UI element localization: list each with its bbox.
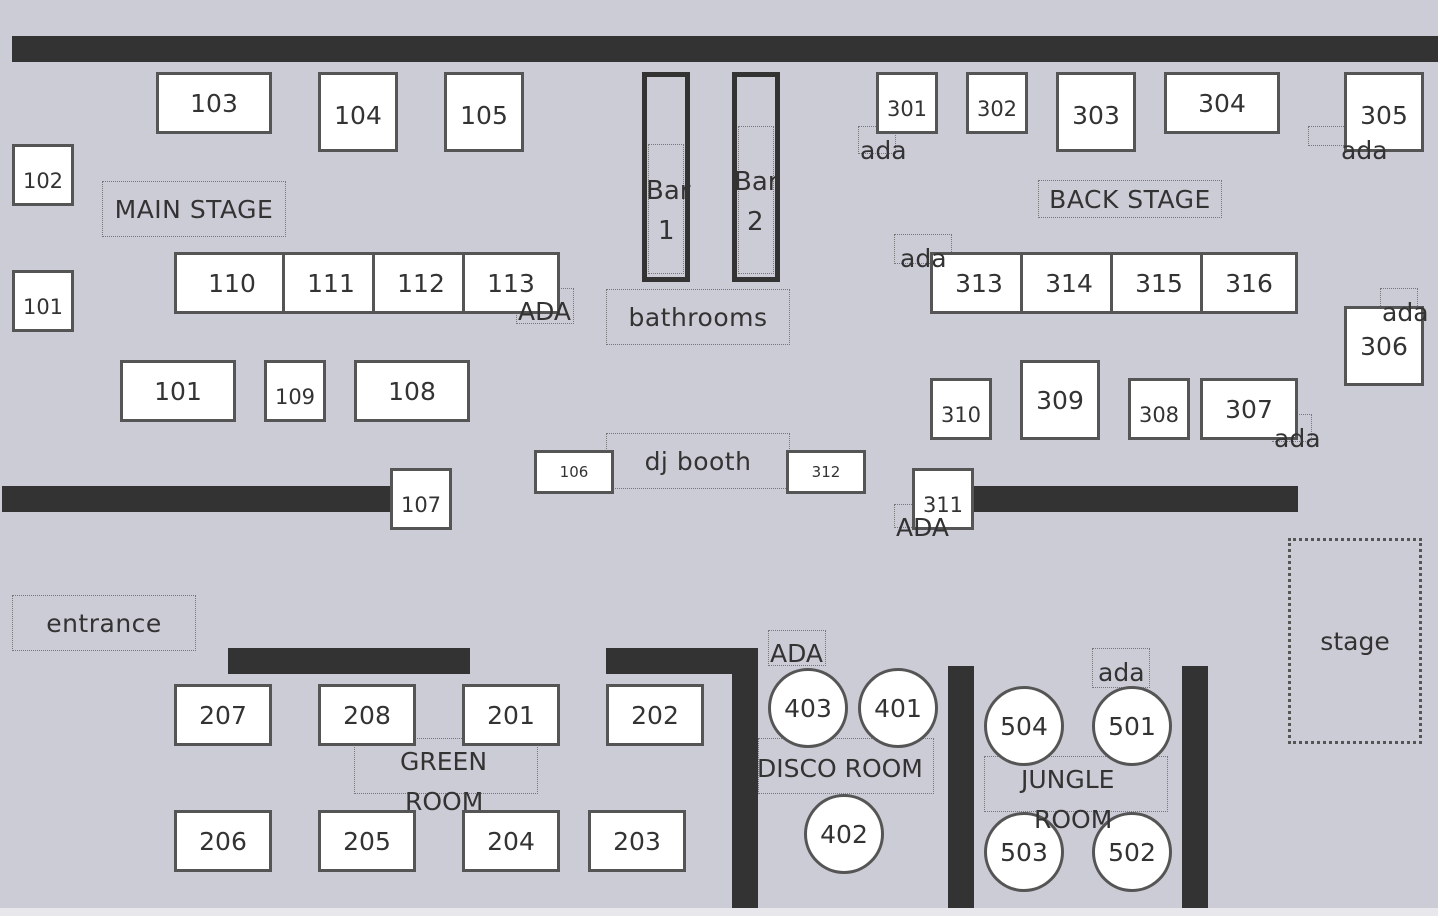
table-501[interactable]: 501 [1092, 686, 1172, 766]
table-504[interactable]: 504 [984, 686, 1064, 766]
table-110[interactable]: 110 [174, 252, 290, 314]
top-wall [12, 36, 1438, 62]
table-208[interactable]: 208 [318, 684, 416, 746]
bottom-edge [0, 908, 1438, 916]
bar-1-label-top: Bar [646, 176, 691, 206]
table-402[interactable]: 402 [804, 794, 884, 874]
main-stage-label: MAIN STAGE [102, 181, 286, 237]
table-204[interactable]: 204 [462, 810, 560, 872]
ada-label-403: ADA [770, 639, 824, 668]
ada-label-113: ADA [518, 297, 572, 326]
ada-label-501: ada [1098, 658, 1145, 687]
table-303[interactable]: 303 [1056, 72, 1136, 152]
green-room-label-line1: GREEN [400, 747, 488, 776]
table-201[interactable]: 201 [462, 684, 560, 746]
stage-area: stage [1288, 538, 1422, 744]
table-206[interactable]: 206 [174, 810, 272, 872]
bar-2-inner [738, 126, 774, 274]
jungle-room-label-line1: JUNGLE [1021, 765, 1115, 794]
table-304[interactable]: 304 [1164, 72, 1280, 134]
table-108[interactable]: 108 [354, 360, 470, 422]
table-315[interactable]: 315 [1110, 252, 1208, 314]
bar-2-label-top: Bar [734, 167, 779, 197]
green-room-box [354, 738, 538, 794]
table-305[interactable]: 305 [1344, 72, 1424, 152]
table-101-right[interactable]: 101 [120, 360, 236, 422]
entrance-label: entrance [12, 595, 196, 651]
bar-1-label-bottom: 1 [658, 216, 675, 246]
ada-label-301: ada [860, 136, 907, 165]
table-306[interactable]: 306 [1344, 306, 1424, 386]
table-307[interactable]: 307 [1200, 378, 1298, 440]
table-207[interactable]: 207 [174, 684, 272, 746]
disco-room-left-wall [732, 648, 758, 908]
ada-label-313: ada [900, 244, 947, 273]
green-room-wall [228, 648, 470, 674]
bar-2[interactable] [732, 72, 780, 282]
table-205[interactable]: 205 [318, 810, 416, 872]
table-101-left[interactable]: 101 [12, 270, 74, 332]
disco-room-box [758, 738, 934, 794]
table-103[interactable]: 103 [156, 72, 272, 134]
table-314[interactable]: 314 [1020, 252, 1118, 314]
table-311[interactable]: 311 [912, 468, 974, 530]
right-middle-wall [966, 486, 1298, 512]
back-stage-label: BACK STAGE [1038, 180, 1222, 218]
ada-marker-403 [768, 630, 826, 666]
ada-label-306: ada [1382, 298, 1429, 327]
table-502[interactable]: 502 [1092, 812, 1172, 892]
table-105[interactable]: 105 [444, 72, 524, 152]
jungle-room-label-line2: ROOM [1034, 805, 1113, 834]
table-112[interactable]: 112 [372, 252, 470, 314]
bar-1-inner [648, 144, 684, 274]
ada-label-307: ada [1274, 424, 1321, 453]
dj-booth-label: dj booth [606, 433, 790, 489]
table-111[interactable]: 111 [282, 252, 380, 314]
table-301[interactable]: 301 [876, 72, 938, 134]
bar-2-label-bottom: 2 [747, 207, 764, 237]
left-middle-wall [2, 486, 398, 512]
table-316[interactable]: 316 [1200, 252, 1298, 314]
jungle-room-left-wall [948, 666, 974, 908]
table-109[interactable]: 109 [264, 360, 326, 422]
jungle-room-right-wall [1182, 666, 1208, 908]
table-503[interactable]: 503 [984, 812, 1064, 892]
table-202[interactable]: 202 [606, 684, 704, 746]
table-106[interactable]: 106 [534, 450, 614, 494]
table-310[interactable]: 310 [930, 378, 992, 440]
table-302[interactable]: 302 [966, 72, 1028, 134]
table-104[interactable]: 104 [318, 72, 398, 152]
table-401[interactable]: 401 [858, 668, 938, 748]
table-313[interactable]: 313 [930, 252, 1028, 314]
green-room-label-line2: ROOM [405, 787, 484, 816]
ada-label-305: ada [1341, 136, 1388, 165]
table-309[interactable]: 309 [1020, 360, 1100, 440]
table-113[interactable]: 113 [462, 252, 560, 314]
table-403[interactable]: 403 [768, 668, 848, 748]
table-312[interactable]: 312 [786, 450, 866, 494]
ada-marker-313 [894, 234, 952, 264]
table-107[interactable]: 107 [390, 468, 452, 530]
ada-label-311: ADA [896, 513, 950, 542]
bathrooms-label: bathrooms [606, 289, 790, 345]
table-102[interactable]: 102 [12, 144, 74, 206]
table-203[interactable]: 203 [588, 810, 686, 872]
table-308[interactable]: 308 [1128, 378, 1190, 440]
jungle-room-box [984, 756, 1168, 812]
disco-room-label: DISCO ROOM [757, 754, 923, 783]
bar-1[interactable] [642, 72, 690, 282]
